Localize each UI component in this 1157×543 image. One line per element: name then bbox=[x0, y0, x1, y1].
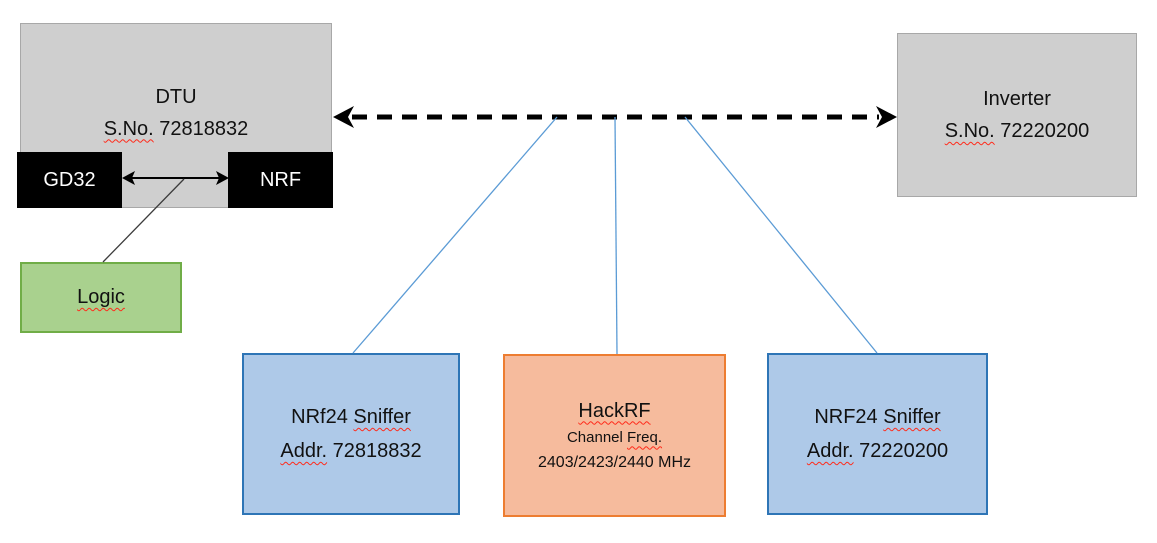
tap-line-sniffer-left bbox=[352, 116, 558, 354]
tap-line-hackrf bbox=[614, 116, 618, 355]
logic-node: Logic bbox=[20, 262, 182, 333]
dtu-title: DTU bbox=[155, 85, 197, 108]
logic-label: Logic bbox=[77, 286, 125, 308]
gd32-node: GD32 bbox=[17, 152, 122, 208]
nrf-label: NRF bbox=[259, 168, 302, 191]
sniffer-left-addr-value: 72818832 bbox=[332, 440, 422, 462]
dtu-serial-prefix: S.No. bbox=[103, 117, 154, 140]
inverter-title: Inverter bbox=[983, 88, 1051, 110]
sniffer-left-addr: Addr. 72818832 bbox=[280, 434, 421, 468]
sniffer-right-title-prefix: NRF24 bbox=[814, 406, 878, 428]
gd32-label: GD32 bbox=[43, 168, 96, 191]
inverter-serial-prefix: S.No. bbox=[944, 120, 995, 142]
sniffer-right-addr-label: Addr. bbox=[806, 440, 854, 462]
sniffer-right-title: NRF24 Sniffer bbox=[814, 400, 940, 434]
sniffer-left-title-word: Sniffer bbox=[353, 406, 411, 428]
sniffer-right-addr-value: 72220200 bbox=[859, 440, 949, 462]
sniffer-left-title: NRf24 Sniffer bbox=[291, 400, 411, 434]
hackrf-subtitle-word: Freq. bbox=[627, 428, 663, 446]
hackrf-frequencies: 2403/2423/2440 MHz bbox=[538, 453, 691, 471]
sniffer-right-title-word: Sniffer bbox=[883, 406, 941, 428]
dtu-serial-number: 72818832 bbox=[159, 117, 249, 140]
nrf-node: NRF bbox=[228, 152, 333, 208]
hackrf-subtitle: Channel Freq. bbox=[567, 426, 662, 450]
radio-link-arrowhead-right bbox=[876, 106, 897, 128]
radio-link-arrowhead-left bbox=[333, 106, 354, 128]
tap-line-sniffer-right bbox=[684, 116, 878, 354]
sniffer-left-addr-label: Addr. bbox=[280, 440, 328, 462]
hackrf-title: HackRF bbox=[578, 399, 651, 422]
dtu-serial: S.No. 72818832 bbox=[104, 113, 249, 145]
sniffer-left-node: NRf24 Sniffer Addr. 72818832 bbox=[242, 353, 460, 515]
sniffer-left-title-prefix: NRf24 bbox=[291, 406, 348, 428]
hackrf-node: HackRF Channel Freq. 2403/2423/2440 MHz bbox=[503, 354, 726, 517]
hackrf-subtitle-prefix: Channel bbox=[566, 428, 623, 446]
inverter-serial-number: 72220200 bbox=[1000, 120, 1090, 142]
sniffer-right-node: NRF24 Sniffer Addr. 72220200 bbox=[767, 353, 988, 515]
inverter-node: Inverter S.No. 72220200 bbox=[897, 33, 1137, 197]
sniffer-right-addr: Addr. 72220200 bbox=[807, 434, 948, 468]
inverter-serial: S.No. 72220200 bbox=[945, 115, 1090, 147]
